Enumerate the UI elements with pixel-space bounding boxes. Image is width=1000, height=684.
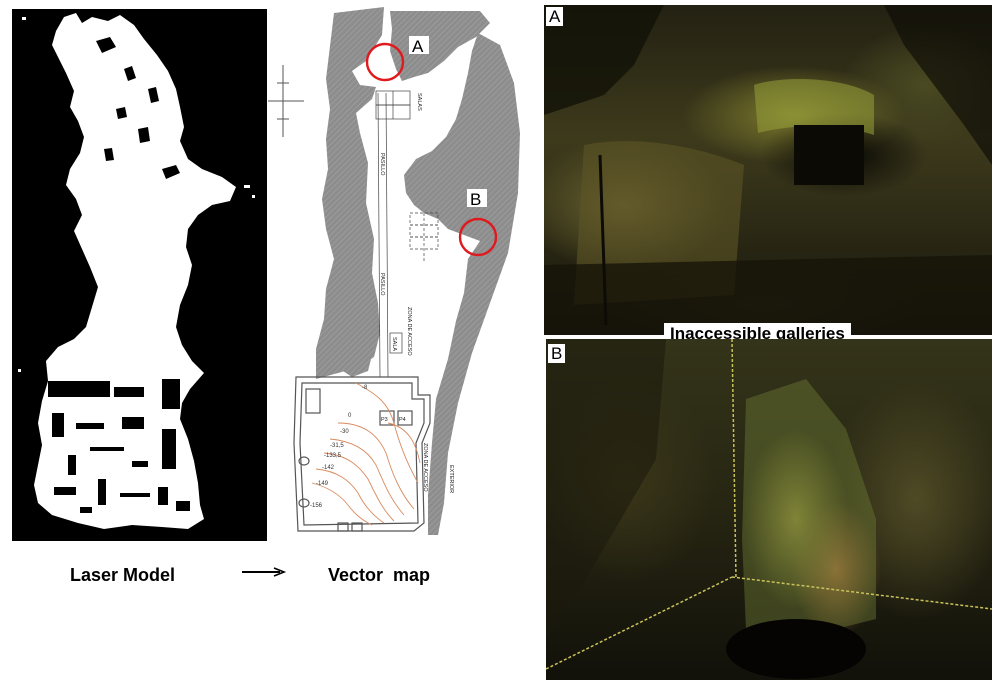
marker-circle-a [365,42,405,82]
contour-lines [311,382,421,526]
banner-text: Inaccessible galleries [670,324,845,343]
scan-label-a: A [546,7,564,26]
vector-map-drawing: -8 0 -30 -31,5 -133,5 -142 -149 -156 SAL… [268,7,520,535]
arrow-icon [242,567,287,577]
scan-b-details [546,339,992,679]
vector-map-image: -8 0 -30 -31,5 -133,5 -142 -149 -156 SAL… [268,3,536,541]
map-label-p4: P4 [399,417,406,423]
corridor-lines [375,90,439,378]
map-label-exterior: EXTERIOR [448,465,454,493]
laser-noise [48,379,190,513]
caption-vector-map: Vector map [328,565,431,585]
compass-icon [268,65,304,137]
contour-label: -31,5 [330,443,344,449]
map-label-pasillo: PASILLO [379,153,385,176]
map-label-zona-acceso-2: ZONA DE ACCESO [422,443,428,492]
map-label-salas: SALAS [416,93,422,111]
caption-laser-model: Laser Model [70,565,176,585]
scan-image-a: A [544,5,992,335]
rock-mass-top-right [390,11,490,81]
contour-label: -156 [310,503,323,509]
map-label-sala: SALA [391,337,397,351]
laser-model-image [12,9,267,541]
contour-label: 0 [348,413,352,419]
scan-label-b: B [548,344,566,363]
laser-model-silhouette [18,13,255,529]
marker-label-b: B [470,190,481,209]
contour-label: -142 [322,465,335,471]
map-label-p3: P3 [381,417,388,423]
scan-image-b: B [546,339,992,680]
scan-a-details [544,5,992,335]
contour-label: -149 [316,481,329,487]
contour-label: -133,5 [324,453,342,459]
chamber-walls [293,376,431,532]
contour-label: -8 [362,385,368,391]
rock-mass-left [316,7,384,379]
map-label-zona-acceso: ZONA DE ACCESO [406,307,412,356]
rock-mass-right [404,33,520,535]
marker-label-a: A [412,37,424,56]
contour-label: -30 [340,429,349,435]
map-label-pasillo-2: PASILLO [379,273,385,296]
marker-circle-b [458,217,498,257]
